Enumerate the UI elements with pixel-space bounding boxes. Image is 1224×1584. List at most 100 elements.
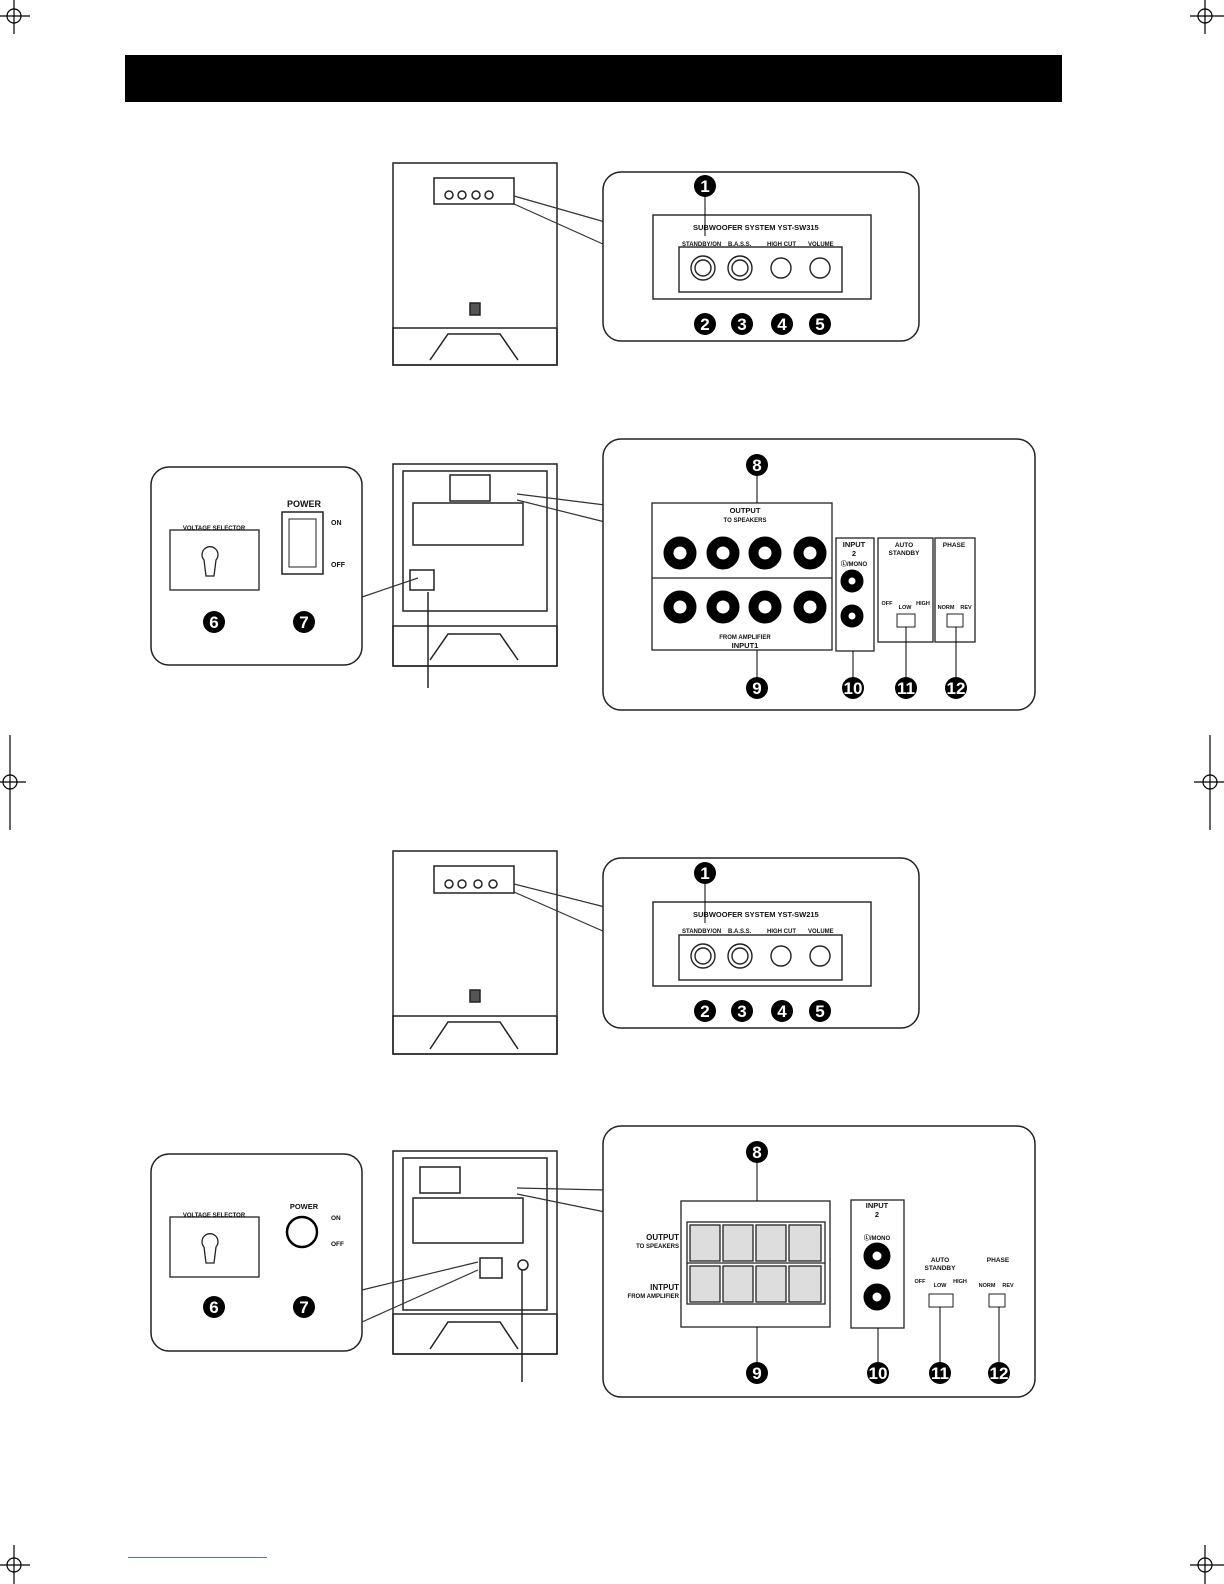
svg-text:NORM: NORM (938, 605, 955, 611)
svg-text:1: 1 (700, 177, 709, 196)
power-label: POWER (287, 499, 322, 509)
auto-standby-switch (928, 1293, 954, 1308)
svg-text:VOLTAGE SELECTOR: VOLTAGE SELECTOR (183, 1213, 246, 1219)
svg-text:NORM: NORM (979, 1283, 996, 1289)
sw215-panel-title: SUBWOOFER SYSTEM YST-SW215 (693, 910, 819, 919)
svg-text:OFF: OFF (915, 1279, 927, 1285)
voltage-selector-icon (201, 1233, 219, 1264)
power-push-button (285, 1215, 319, 1249)
registration-mark-bottom-left (0, 1545, 30, 1584)
svg-text:STANDBY: STANDBY (925, 1265, 957, 1272)
sw215-rear-left-callouts: 6 7 (203, 1296, 315, 1318)
svg-text:FROM AMPLIFIER: FROM AMPLIFIER (628, 1294, 680, 1300)
voltage-selector-icon (201, 546, 219, 577)
svg-text:B.A.S.S.: B.A.S.S. (728, 929, 752, 935)
svg-text:3: 3 (737, 1002, 746, 1021)
input1-label: INPUT1 (732, 641, 759, 650)
volume-label: VOLUME (808, 242, 834, 248)
svg-text:HIGH CUT: HIGH CUT (767, 929, 796, 935)
sw215-control-labels: STANDBY/ON B.A.S.S. HIGH CUT VOLUME (682, 929, 834, 935)
sw315-control-labels: STANDBY/ON B.A.S.S. HIGH CUT VOLUME (682, 242, 834, 248)
sw215-rear-left-panel (150, 1153, 363, 1352)
svg-text:12: 12 (947, 679, 966, 698)
svg-text:9: 9 (752, 679, 761, 698)
high-cut-label: HIGH CUT (767, 242, 796, 248)
auto-label: AUTO (895, 542, 913, 549)
sw315-front-cabinet (392, 162, 558, 366)
svg-text:REV: REV (960, 605, 972, 611)
sw315-rear-detail-panel (602, 438, 1036, 711)
svg-text:ON: ON (331, 520, 342, 527)
phase-switch (946, 613, 964, 628)
svg-text:5: 5 (815, 1002, 824, 1021)
sw315-front-callouts: 1 2 3 4 5 (694, 175, 831, 335)
svg-text:9: 9 (752, 1364, 761, 1383)
output-label: OUTPUT (646, 1233, 679, 1242)
bass-label: B.A.S.S. (728, 242, 752, 248)
svg-text:TO SPEAKERS: TO SPEAKERS (636, 1244, 679, 1250)
svg-text:2: 2 (700, 1002, 709, 1021)
standby-on-label: STANDBY/ON (682, 242, 721, 248)
footer-link-rule (128, 1557, 267, 1558)
svg-text:HIGH: HIGH (916, 601, 930, 607)
svg-text:5: 5 (815, 315, 824, 334)
svg-text:11: 11 (897, 679, 915, 698)
sw315-front-callout-line (513, 195, 606, 223)
svg-text:2: 2 (700, 315, 709, 334)
svg-text:8: 8 (752, 456, 761, 475)
standby-label: STANDBY (889, 550, 921, 557)
svg-text:6: 6 (209, 613, 218, 632)
svg-text:12: 12 (990, 1364, 1009, 1383)
svg-text:Ⓛ/MONO: Ⓛ/MONO (864, 1234, 891, 1242)
svg-text:10: 10 (869, 1364, 888, 1383)
svg-text:LOW: LOW (934, 1283, 948, 1289)
sw315-input2-jacks (840, 569, 864, 628)
sw315-rear-cabinet (392, 463, 558, 688)
svg-text:7: 7 (299, 613, 308, 632)
registration-mark-mid-left (0, 735, 26, 830)
sw215-control-plate (652, 901, 872, 987)
from-amplifier-label: FROM AMPLIFIER (719, 635, 771, 641)
sw315-terminal-block (651, 502, 976, 652)
svg-text:HIGH: HIGH (953, 1279, 967, 1285)
registration-mark-top-left (0, 0, 30, 34)
svg-text:POWER: POWER (290, 1202, 319, 1211)
svg-text:7: 7 (299, 1298, 308, 1317)
sw215-front-cabinet (392, 850, 558, 1055)
phase-label: PHASE (943, 542, 966, 549)
input2-label: INPUT (843, 540, 866, 549)
registration-mark-bottom-right (1190, 1545, 1224, 1584)
svg-text:2: 2 (875, 1210, 879, 1219)
voltage-selector-label: VOLTAGE SELECTOR (183, 526, 246, 532)
svg-text:ON: ON (331, 1215, 341, 1222)
sw315-input1-terminals (663, 590, 827, 624)
sw215-front-callouts: 1 2 3 4 5 (694, 862, 831, 1022)
sw215-rear-cabinet (392, 1150, 558, 1382)
svg-text:3: 3 (737, 315, 746, 334)
svg-text:OFF: OFF (331, 1241, 344, 1248)
svg-text:4: 4 (777, 315, 787, 334)
svg-text:2: 2 (852, 549, 856, 558)
registration-mark-mid-right (1194, 735, 1224, 830)
svg-text:REV: REV (1002, 1283, 1014, 1289)
svg-text:OFF: OFF (331, 562, 346, 569)
output-label: OUTPUT (730, 506, 761, 515)
svg-text:1: 1 (700, 864, 709, 883)
sw215-input2-jacks (863, 1242, 891, 1311)
svg-text:PHASE: PHASE (987, 1257, 1010, 1264)
section-header-bar (125, 55, 1062, 102)
svg-text:6: 6 (209, 1298, 218, 1317)
svg-text:VOLUME: VOLUME (808, 929, 834, 935)
svg-text:STANDBY/ON: STANDBY/ON (682, 929, 721, 935)
svg-text:OFF: OFF (882, 601, 894, 607)
power-rocker-switch (281, 511, 324, 575)
mono-label: Ⓛ/MONO (841, 560, 868, 568)
svg-text:LOW: LOW (899, 605, 913, 611)
registration-mark-top-right (1190, 0, 1224, 34)
sw215-rear-right-callouts: 8 9 10 11 12 (746, 1141, 1010, 1384)
sw215-spring-terminals (680, 1199, 905, 1329)
sw315-panel-title: SUBWOOFER SYSTEM YST-SW315 (693, 223, 819, 232)
svg-text:4: 4 (777, 1002, 787, 1021)
sw315-control-plate (652, 214, 872, 300)
